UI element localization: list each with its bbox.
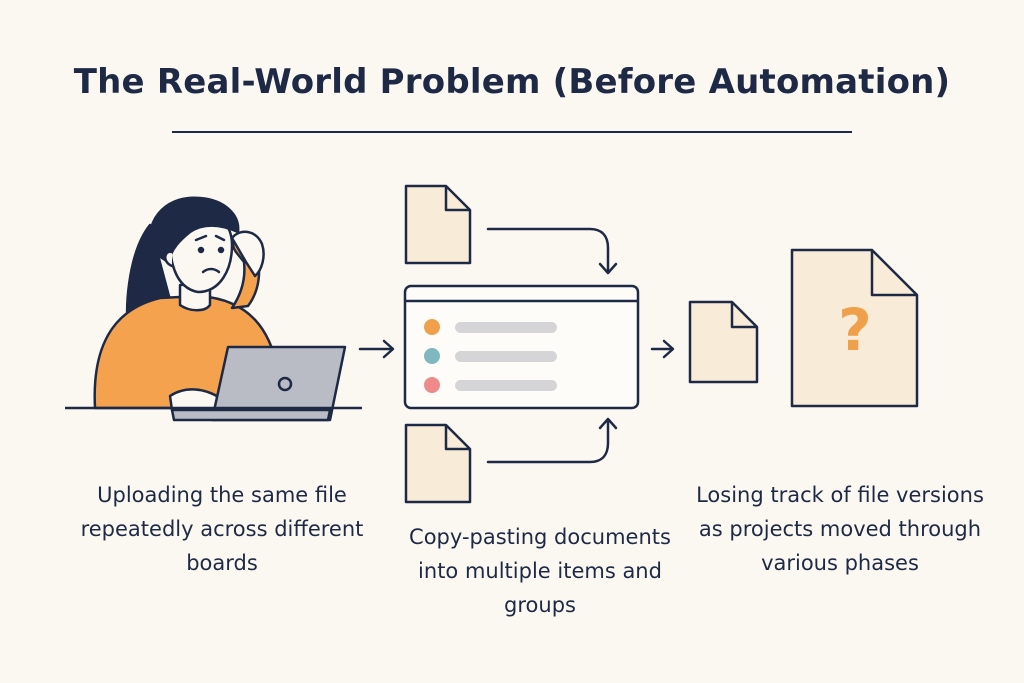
page-title: The Real-World Problem (Before Automatio…: [73, 62, 951, 102]
document-icon: [404, 423, 472, 504]
question-mark: ?: [838, 296, 872, 364]
arrow-right-icon: [650, 339, 675, 359]
arrow-up-icon: [486, 417, 618, 464]
caption-uploading: Uploading the same file repeatedly acros…: [80, 483, 364, 575]
document-icon: [404, 184, 472, 265]
worried-person: [93, 196, 280, 412]
document-icon: [688, 300, 759, 384]
question-document-icon: [790, 248, 919, 408]
board-rows: [424, 319, 557, 393]
arrow-right-icon: [358, 339, 395, 359]
board-window: [403, 284, 640, 410]
arrow-down-icon: [486, 227, 618, 275]
title-underline: [172, 131, 852, 133]
laptop-icon: [170, 345, 347, 422]
caption-losing-track: Losing track of file versions as project…: [696, 483, 984, 575]
caption-copy-pasting: Copy-pasting documents into multiple ite…: [409, 525, 671, 617]
